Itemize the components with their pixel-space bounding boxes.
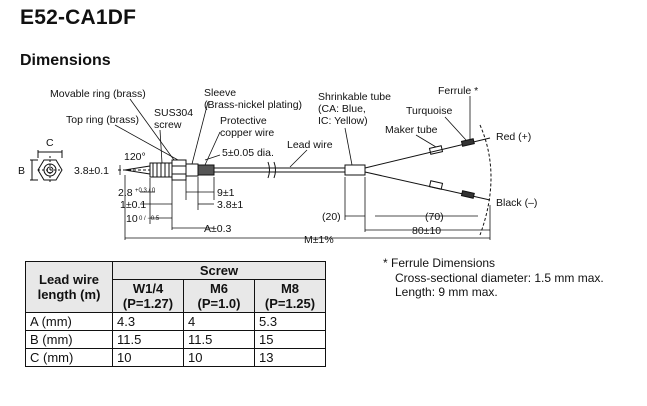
table-cell: 13 bbox=[254, 348, 326, 367]
dim-c-label: C bbox=[46, 137, 54, 149]
dim-dia-5: 5±0.05 dia. bbox=[222, 147, 274, 159]
table-row: A (mm) 4.3 4 5.3 bbox=[25, 312, 326, 331]
table-row: B (mm) 11.5 11.5 15 bbox=[25, 330, 326, 349]
table-cell: 4.3 bbox=[112, 312, 184, 331]
table-cell: 10 bbox=[112, 348, 184, 367]
dim-m: M±1% bbox=[304, 234, 334, 246]
dimension-drawing: C B bbox=[18, 85, 537, 246]
dim-b-label: B bbox=[18, 165, 25, 177]
table-cell: 11.5 bbox=[183, 330, 255, 349]
dim-1: 1±0.1 bbox=[120, 199, 146, 211]
table-cell: 11.5 bbox=[112, 330, 184, 349]
dim-a: A±0.3 bbox=[204, 223, 232, 235]
leader-lines bbox=[114, 96, 471, 168]
note-heading: * Ferrule Dimensions bbox=[383, 256, 496, 270]
table-cell: 15 bbox=[254, 330, 326, 349]
dim-dia-38: 3.8±0.1 bbox=[74, 165, 109, 177]
note-line-2: Length: 9 mm max. bbox=[395, 285, 498, 299]
table-subheader-row: W1/4(P=1.27) M6(P=1.0) M8(P=1.25) bbox=[26, 279, 326, 313]
label-top-ring: Top ring (brass) bbox=[66, 114, 139, 126]
table-cell: 5.3 bbox=[254, 312, 326, 331]
dimension-table: Lead wire length (m) Screw W1/4(P=1.27) … bbox=[25, 261, 326, 367]
dim-28-tol: +0.3 / 0 bbox=[135, 188, 156, 194]
table-col-m8: M8(P=1.25) bbox=[254, 279, 326, 313]
label-movable-ring: Movable ring (brass) bbox=[50, 88, 146, 100]
table-col-w14: W1/4(P=1.27) bbox=[112, 279, 184, 313]
dim-20: (20) bbox=[322, 211, 341, 223]
note-line-1: Cross-sectional diameter: 1.5 mm max. bbox=[395, 270, 604, 285]
label-lead-wire: Lead wire bbox=[287, 139, 333, 151]
dim-10: 10 bbox=[126, 213, 138, 225]
page-title: E52-CA1DF bbox=[20, 6, 137, 29]
label-red: Red (+) bbox=[496, 131, 531, 143]
label-sleeve: Sleeve bbox=[204, 87, 236, 99]
dim-28: 2.8 bbox=[118, 187, 133, 199]
label-sleeve-material: (Brass-nickel plating) bbox=[204, 99, 302, 111]
dim-80: 80±10 bbox=[412, 225, 441, 237]
section-title: Dimensions bbox=[20, 52, 111, 69]
table-row-label: C (mm) bbox=[25, 348, 113, 367]
dim-10-tol: 0 / −0.5 bbox=[139, 216, 160, 222]
dim-38b: 3.8±1 bbox=[217, 199, 243, 211]
table-row-label: A (mm) bbox=[25, 312, 113, 331]
table-row: C (mm) 10 10 13 bbox=[25, 348, 326, 367]
label-protective: Protective bbox=[220, 115, 267, 127]
table-header-row: Lead wire length (m) Screw bbox=[25, 261, 326, 313]
label-black: Black (–) bbox=[496, 197, 537, 209]
label-shrink-ca: (CA: Blue, bbox=[318, 103, 366, 115]
dim-9: 9±1 bbox=[217, 187, 235, 199]
label-copper-wire: copper wire bbox=[220, 127, 274, 139]
dimension-lines bbox=[119, 154, 491, 240]
table-row-label: B (mm) bbox=[25, 330, 113, 349]
ferrule-note: * Ferrule Dimensions Cross-sectional dia… bbox=[383, 256, 604, 300]
label-turquoise: Turquoise bbox=[406, 105, 452, 117]
label-maker-tube: Maker tube bbox=[385, 124, 438, 136]
table-cell: 10 bbox=[183, 348, 255, 367]
end-view bbox=[30, 150, 63, 184]
label-shrink-ic: IC: Yellow) bbox=[318, 115, 368, 127]
table-cell: 4 bbox=[183, 312, 255, 331]
table-col-m6: M6(P=1.0) bbox=[183, 279, 255, 313]
dim-70: (70) bbox=[425, 211, 444, 223]
dim-angle: 120° bbox=[124, 151, 146, 163]
label-shrink-tube: Shrinkable tube bbox=[318, 91, 391, 103]
label-ferrule: Ferrule * bbox=[438, 85, 478, 97]
label-sus304: SUS304 bbox=[154, 107, 193, 119]
table-header-lead-wire: Lead wire length (m) bbox=[25, 261, 113, 313]
side-view bbox=[118, 124, 492, 236]
label-screw: screw bbox=[154, 119, 182, 131]
table-header-screw: Screw bbox=[112, 261, 326, 280]
